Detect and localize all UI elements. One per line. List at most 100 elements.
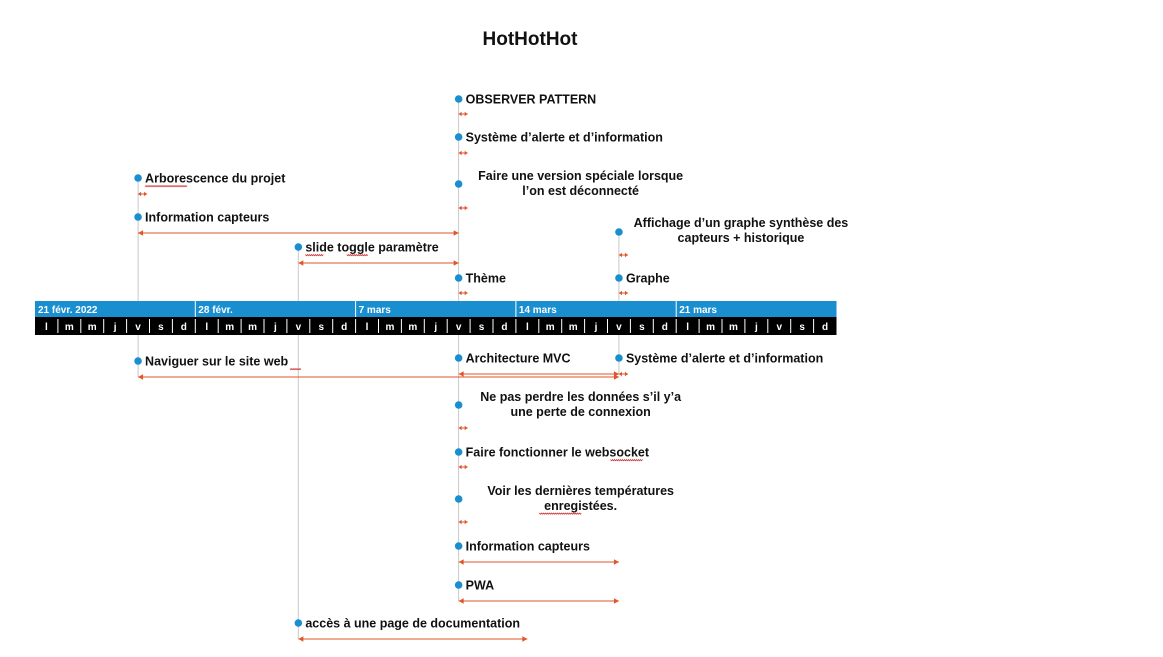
scale-day-letter: j bbox=[594, 322, 598, 333]
milestone-label: accès à une page de documentation bbox=[305, 617, 520, 631]
milestone-label: Architecture MVC bbox=[466, 352, 571, 366]
scale-day-letter: m bbox=[706, 322, 715, 333]
milestone-label: Naviguer sur le site web bbox=[145, 355, 288, 369]
arrow-head-left bbox=[458, 111, 462, 117]
arrow-head-right bbox=[144, 191, 148, 197]
milestone-dot bbox=[454, 448, 463, 456]
arrow-head-right bbox=[464, 150, 468, 156]
scale-day-letter: v bbox=[135, 322, 141, 333]
milestone-label: Arborescence du projet bbox=[145, 172, 286, 186]
spellcheck-squiggle bbox=[289, 367, 302, 371]
scale-day-letter: l bbox=[686, 322, 689, 333]
spellcheck-squiggle bbox=[610, 458, 643, 462]
scale-day-letter: m bbox=[729, 322, 738, 333]
arrow-head-left bbox=[298, 260, 304, 266]
arrow-head-left bbox=[458, 519, 462, 525]
milestone-label: Faire fonctionner le websocket bbox=[466, 446, 650, 460]
milestone-label: Ne pas perdre les données s’il y’a bbox=[480, 390, 682, 404]
scale-day-band bbox=[35, 317, 837, 335]
scale-day-letter: l bbox=[526, 322, 529, 333]
scale-day-letter: v bbox=[776, 322, 782, 333]
arrow-head-right bbox=[464, 111, 468, 117]
arrow-head-right bbox=[464, 519, 468, 525]
scale-day-letter: m bbox=[65, 322, 74, 333]
arrow-head-left bbox=[138, 230, 144, 236]
arrow-head-right bbox=[624, 371, 628, 377]
scale-day-letter: d bbox=[501, 322, 507, 333]
milestone-dot bbox=[134, 357, 142, 365]
scale-day-letter: s bbox=[318, 322, 324, 333]
scale-week-label: 21 févr. 2022 bbox=[38, 305, 98, 316]
scale-day-letter: j bbox=[113, 322, 117, 333]
milestone-dot bbox=[615, 228, 623, 236]
scale-week-label: 14 mars bbox=[519, 305, 557, 316]
milestone-dot bbox=[134, 213, 142, 221]
scale-day-letter: j bbox=[433, 322, 437, 333]
scale-day-letter: l bbox=[366, 322, 369, 333]
milestone-dot bbox=[454, 354, 463, 362]
arrow-head-right bbox=[522, 636, 528, 642]
scale-day-letter: m bbox=[225, 322, 234, 333]
arrow-head-right bbox=[464, 464, 468, 470]
scale-week-label: 21 mars bbox=[679, 305, 717, 316]
arrow-head-right bbox=[453, 230, 459, 236]
arrow-head-left bbox=[138, 374, 144, 380]
milestone-label: Information capteurs bbox=[145, 211, 269, 225]
milestone-label: OBSERVER PATTERN bbox=[466, 93, 597, 107]
milestone-label: Système d’alerte et d’information bbox=[626, 352, 823, 366]
milestone-label: slide toggle paramètre bbox=[305, 241, 438, 255]
milestone-dot bbox=[294, 243, 303, 251]
milestone-label: Voir les dernières températures bbox=[487, 484, 674, 498]
arrow-head-right bbox=[453, 260, 459, 266]
scale-day-letter: m bbox=[408, 322, 417, 333]
scale-day-letter: m bbox=[569, 322, 578, 333]
scale-day-letter: m bbox=[385, 322, 394, 333]
milestone-dot bbox=[454, 581, 463, 589]
milestone-label: une perte de connexion bbox=[510, 405, 650, 419]
milestone-dot bbox=[454, 274, 463, 282]
scale-day-letter: s bbox=[799, 322, 805, 333]
scale-week-label: 28 févr. bbox=[198, 305, 233, 316]
arrow-head-left bbox=[458, 598, 464, 604]
arrow-head-left bbox=[618, 371, 622, 377]
milestone-label: Système d’alerte et d’information bbox=[466, 131, 663, 145]
milestone-dot bbox=[454, 95, 463, 103]
scale-day-letter: d bbox=[181, 322, 187, 333]
spellcheck-squiggle bbox=[346, 253, 369, 257]
scale-day-letter: l bbox=[45, 322, 48, 333]
arrow-head-right bbox=[624, 290, 628, 296]
scale-day-letter: d bbox=[341, 322, 347, 333]
milestone-label: Faire une version spéciale lorsque bbox=[478, 169, 683, 183]
arrow-head-right bbox=[613, 559, 619, 565]
arrow-head-left bbox=[458, 371, 464, 377]
milestone-label: enregistées. bbox=[544, 499, 617, 513]
scale-week-label: 7 mars bbox=[359, 305, 392, 316]
milestone-dot bbox=[134, 174, 142, 182]
arrow-head-left bbox=[458, 559, 464, 565]
arrow-head-left bbox=[458, 205, 462, 211]
scale-day-letter: m bbox=[88, 322, 97, 333]
arrow-head-left bbox=[138, 191, 142, 197]
milestone-dot bbox=[294, 619, 303, 627]
milestone-dot bbox=[615, 354, 623, 362]
page-title: HotHotHot bbox=[482, 29, 578, 50]
scale-week-band bbox=[35, 301, 837, 317]
scale-day-letter: v bbox=[296, 322, 302, 333]
milestone-dot bbox=[454, 542, 463, 550]
arrow-head-left bbox=[618, 252, 622, 258]
milestone-label: PWA bbox=[466, 579, 494, 593]
arrow-head-right bbox=[464, 425, 468, 431]
scale-day-letter: m bbox=[248, 322, 257, 333]
scale-day-letter: s bbox=[479, 322, 485, 333]
spellcheck-squiggle bbox=[305, 253, 324, 257]
milestone-dot bbox=[454, 401, 463, 409]
scale-day-letter: v bbox=[456, 322, 462, 333]
arrow-head-right bbox=[464, 205, 468, 211]
arrow-head-right bbox=[624, 252, 628, 258]
arrow-head-left bbox=[458, 290, 462, 296]
scale-day-letter: d bbox=[822, 322, 828, 333]
scale-day-letter: l bbox=[205, 322, 208, 333]
arrow-head-left bbox=[618, 290, 622, 296]
milestone-dot bbox=[454, 180, 463, 188]
arrow-head-right bbox=[464, 290, 468, 296]
